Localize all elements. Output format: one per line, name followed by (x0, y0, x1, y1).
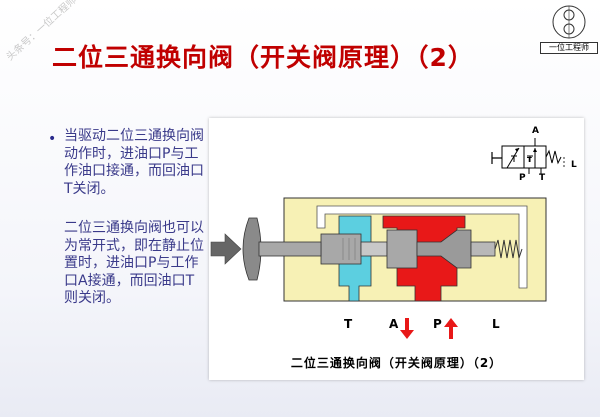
actuation-arrow-icon (210, 233, 242, 265)
bullet-marker: • (48, 131, 57, 147)
valve-spool (320, 229, 496, 269)
port-a-down-arrow-icon (400, 318, 414, 339)
symbol-label-t: T (539, 173, 546, 183)
symbol-label-p: P (519, 173, 526, 183)
bullet-paragraph-1: 当驱动二位三通换向阀动作时，进油口P与工作油口接通，而回油口T关闭。 (64, 128, 204, 197)
valve-cross-section (210, 138, 565, 339)
port-label-l: L (492, 317, 500, 331)
valve-symbol-icon (491, 138, 565, 174)
port-label-p: P (433, 317, 442, 331)
logo-caption: 一位工程师 (540, 42, 598, 54)
diagram-caption: 二位三通换向阀（开关阀原理）（2） (290, 356, 503, 370)
slide-title: 二位三通换向阀（开关阀原理）（2） (52, 43, 474, 72)
port-p-up-arrow-icon (444, 318, 458, 339)
logo-emblem-icon (552, 5, 586, 39)
logo: 一位工程师 (540, 2, 598, 56)
bullet-text: 当驱动二位三通换向阀动作时，进油口P与工作油口接通，而回油口T关闭。 二位三通换… (64, 128, 204, 330)
actuator-button (242, 217, 322, 281)
return-spring (494, 239, 523, 259)
bullet-paragraph-2: 二位三通换向阀也可以为常开式，即在静止位置时，进油口P与工作口A接通，而回油口T… (64, 220, 204, 306)
valve-diagram-panel: A P T T L T A P L 二位三通换向阀（开关阀原理）（2） (209, 118, 584, 380)
symbol-label-t-inner: T (527, 156, 532, 164)
return-gallery (316, 205, 528, 289)
port-label-t: T (344, 317, 353, 331)
symbol-label-a: A (532, 126, 539, 136)
symbol-label-l: L (571, 160, 577, 170)
port-label-a: A (389, 317, 399, 331)
